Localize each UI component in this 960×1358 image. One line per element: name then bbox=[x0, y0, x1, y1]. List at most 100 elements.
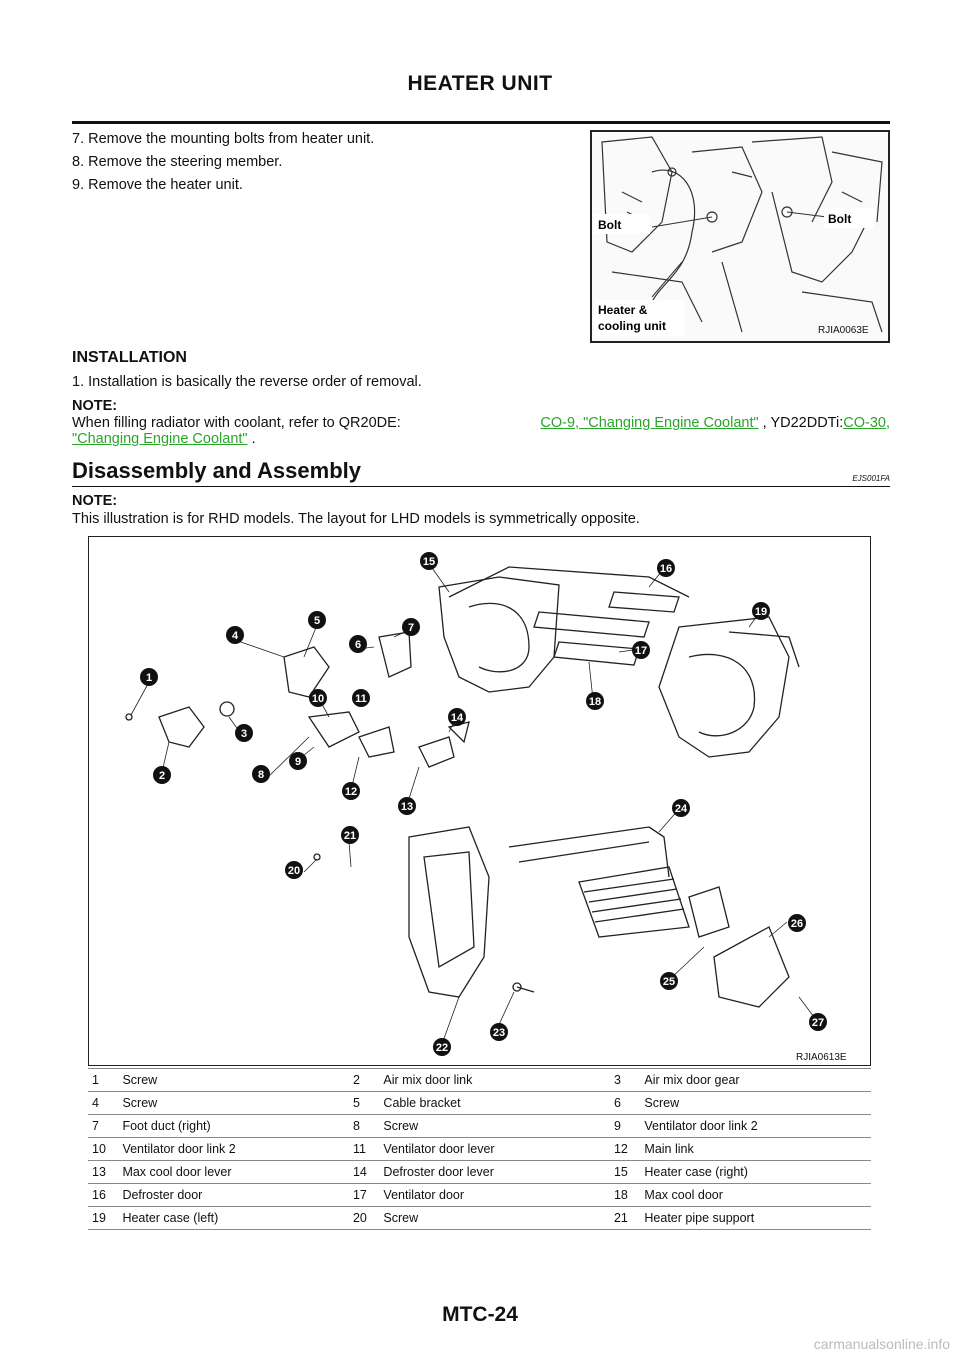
engine-bay-drawing: Bolt Bolt Heater & cooling unit bbox=[594, 136, 883, 336]
svg-text:11: 11 bbox=[355, 693, 367, 705]
legend-number: 5 bbox=[348, 1091, 380, 1115]
callout-21: 21 bbox=[341, 826, 359, 844]
callout-25: 25 bbox=[660, 972, 678, 990]
legend-number: 11 bbox=[348, 1137, 380, 1161]
legend-number: 1 bbox=[88, 1068, 119, 1092]
legend-label: Screw bbox=[118, 1091, 349, 1115]
callout-5: 5 bbox=[308, 611, 326, 629]
svg-text:24: 24 bbox=[675, 803, 688, 815]
callout-10: 10 bbox=[309, 689, 327, 707]
header-rule bbox=[72, 121, 890, 124]
callout-14: 14 bbox=[448, 708, 466, 726]
legend-label: Defroster door lever bbox=[379, 1160, 610, 1184]
installation-note: When filling radiator with coolant, refe… bbox=[72, 415, 890, 447]
legend-label: Defroster door bbox=[118, 1183, 349, 1207]
disassembly-heading: Disassembly and Assembly bbox=[72, 458, 361, 483]
legend-label: Air mix door link bbox=[379, 1068, 610, 1092]
svg-text:4: 4 bbox=[232, 630, 239, 642]
callout-9: 9 bbox=[289, 752, 307, 770]
coolant-link-yd22ddti-cont[interactable]: "Changing Engine Coolant" bbox=[72, 431, 248, 447]
legend-number: 12 bbox=[609, 1137, 641, 1161]
svg-text:14: 14 bbox=[451, 712, 464, 724]
bolt-left-label: Bolt bbox=[598, 218, 621, 232]
legend-number: 20 bbox=[348, 1206, 380, 1230]
svg-text:1: 1 bbox=[146, 672, 152, 684]
svg-text:7: 7 bbox=[408, 622, 414, 634]
disassembly-note-label: NOTE: bbox=[72, 493, 118, 509]
callout-20: 20 bbox=[285, 861, 303, 879]
page-header-title: HEATER UNIT bbox=[407, 72, 553, 95]
svg-text:9: 9 bbox=[295, 756, 301, 768]
legend-number: 9 bbox=[609, 1114, 641, 1138]
legend-number: 14 bbox=[348, 1160, 380, 1184]
svg-text:18: 18 bbox=[589, 696, 601, 708]
callout-2: 2 bbox=[153, 766, 171, 784]
callout-7: 7 bbox=[402, 618, 420, 636]
callout-18: 18 bbox=[586, 692, 604, 710]
step-7: 7. Remove the mounting bolts from heater… bbox=[72, 131, 375, 147]
callout-13: 13 bbox=[398, 797, 416, 815]
callout-1: 1 bbox=[140, 668, 158, 686]
coolant-link-yd22ddti[interactable]: CO-30, bbox=[843, 415, 890, 431]
callout-15: 15 bbox=[420, 552, 438, 570]
callout-22: 22 bbox=[433, 1038, 451, 1056]
svg-text:17: 17 bbox=[635, 645, 647, 657]
legend-label: Cable bracket bbox=[379, 1091, 610, 1115]
legend-number: 8 bbox=[348, 1114, 380, 1138]
callout-23: 23 bbox=[490, 1023, 508, 1041]
heater-unit-bolts-figure: Bolt Bolt Heater & cooling unit RJIA0063… bbox=[590, 130, 890, 343]
callout-8: 8 bbox=[252, 765, 270, 783]
callout-12: 12 bbox=[342, 782, 360, 800]
svg-text:21: 21 bbox=[344, 830, 356, 842]
installation-note-label: NOTE: bbox=[72, 398, 118, 414]
legend-label: Max cool door bbox=[640, 1183, 871, 1207]
svg-text:26: 26 bbox=[791, 918, 803, 930]
svg-text:6: 6 bbox=[355, 639, 361, 651]
svg-text:12: 12 bbox=[345, 786, 357, 798]
svg-text:10: 10 bbox=[312, 693, 324, 705]
note-text-c: . bbox=[247, 431, 256, 447]
svg-text:22: 22 bbox=[436, 1042, 448, 1054]
svg-text:16: 16 bbox=[660, 563, 672, 575]
callout-24: 24 bbox=[672, 799, 690, 817]
legend-label: Heater pipe support bbox=[640, 1206, 871, 1230]
legend-label: Foot duct (right) bbox=[118, 1114, 349, 1138]
legend-label: Heater case (left) bbox=[118, 1206, 349, 1230]
legend-label: Ventilator door lever bbox=[379, 1137, 610, 1161]
callout-27: 27 bbox=[809, 1013, 827, 1031]
svg-text:25: 25 bbox=[663, 976, 675, 988]
legend-label: Screw bbox=[118, 1068, 349, 1092]
disassembly-rule bbox=[72, 486, 890, 487]
bolt-right-label: Bolt bbox=[828, 212, 851, 226]
callout-16: 16 bbox=[657, 559, 675, 577]
installation-heading: INSTALLATION bbox=[72, 349, 187, 366]
svg-text:3: 3 bbox=[241, 728, 247, 740]
legend-label: Ventilator door link 2 bbox=[118, 1137, 349, 1161]
figure1-code: RJIA0063E bbox=[818, 325, 869, 336]
note-text-a: When filling radiator with coolant, refe… bbox=[72, 415, 401, 431]
page-number: MTC-24 bbox=[442, 1303, 518, 1326]
svg-text:13: 13 bbox=[401, 801, 413, 813]
svg-text:2: 2 bbox=[159, 770, 165, 782]
legend-number: 6 bbox=[609, 1091, 641, 1115]
svg-text:23: 23 bbox=[493, 1027, 505, 1039]
legend-number: 4 bbox=[88, 1091, 119, 1115]
svg-text:27: 27 bbox=[812, 1017, 824, 1029]
legend-label: Max cool door lever bbox=[118, 1160, 349, 1184]
step-9: 9. Remove the heater unit. bbox=[72, 177, 243, 193]
coolant-link-qr20de[interactable]: CO-9, "Changing Engine Coolant" bbox=[540, 415, 759, 431]
callout-26: 26 bbox=[788, 914, 806, 932]
callout-3: 3 bbox=[235, 724, 253, 742]
callout-6: 6 bbox=[349, 635, 367, 653]
legend-number: 10 bbox=[88, 1137, 119, 1161]
callout-19: 19 bbox=[752, 602, 770, 620]
svg-text:8: 8 bbox=[258, 769, 264, 781]
legend-number: 16 bbox=[88, 1183, 119, 1207]
legend-label: Screw bbox=[379, 1114, 610, 1138]
legend-label: Heater case (right) bbox=[640, 1160, 871, 1184]
